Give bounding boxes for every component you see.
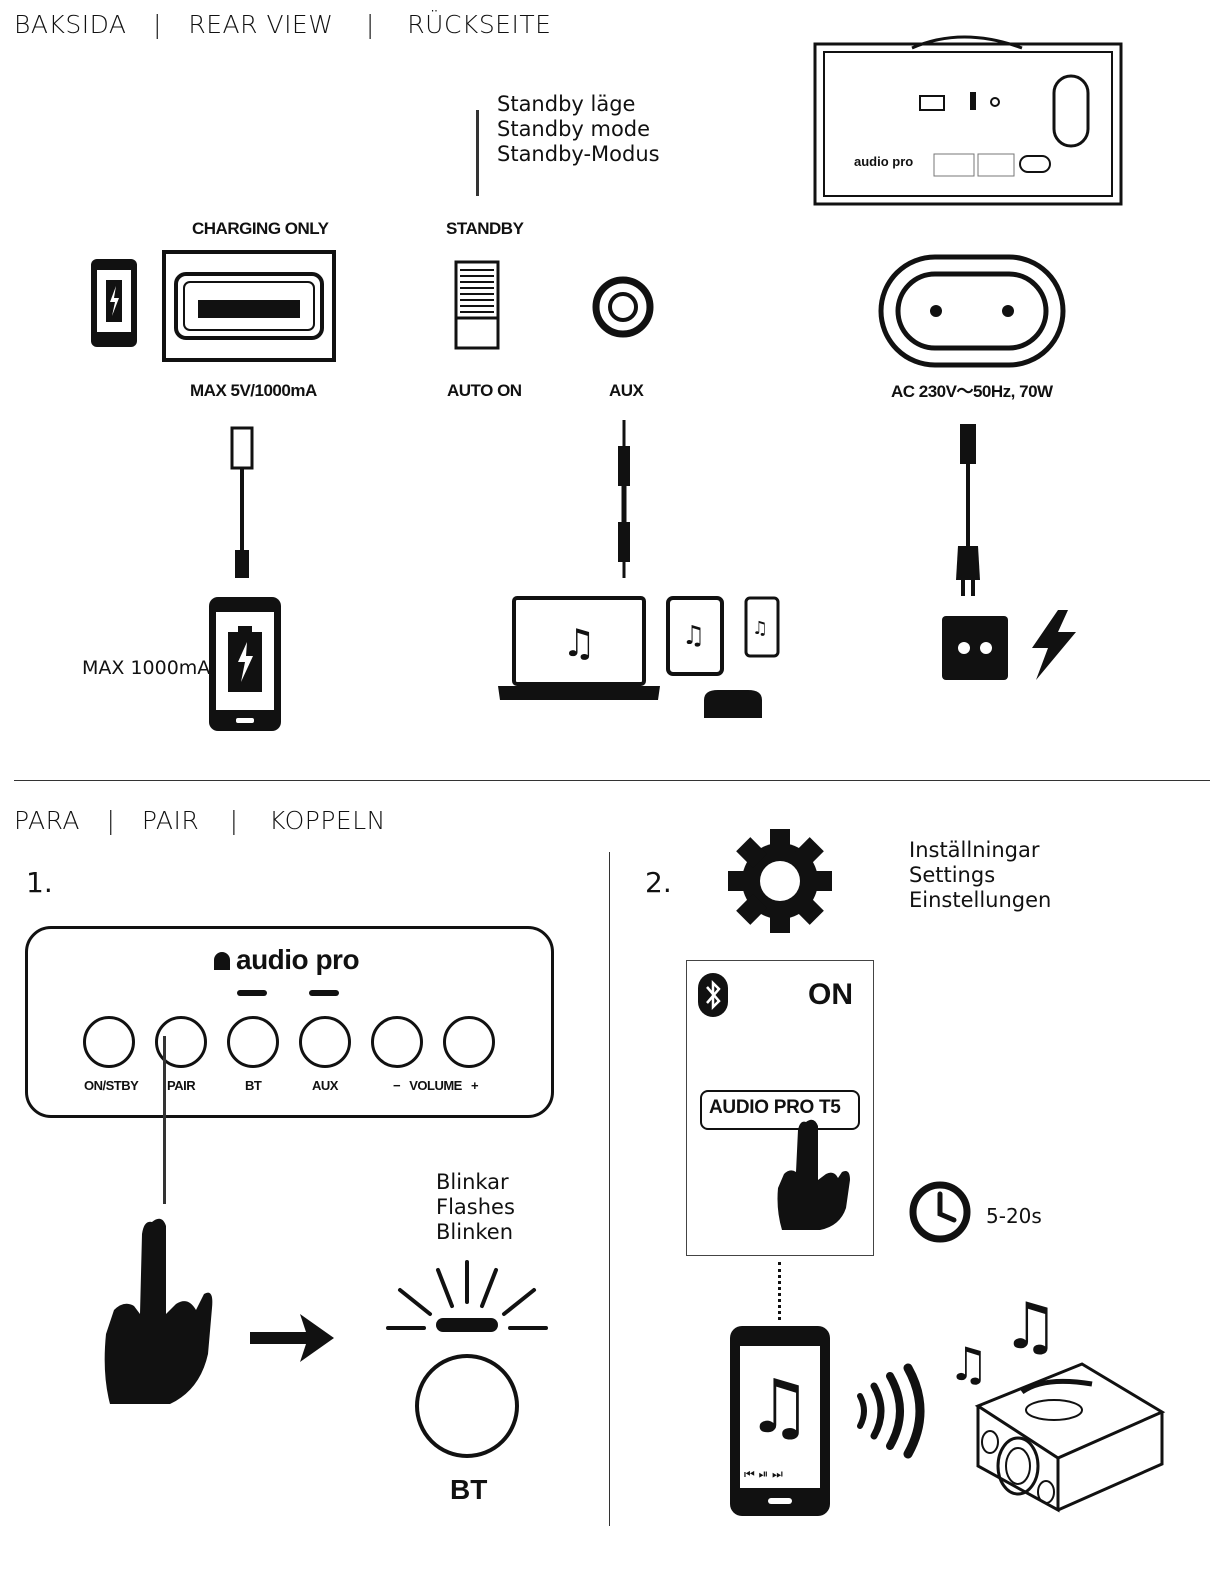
phone-charging-icon <box>91 259 137 347</box>
header-sep: | <box>365 10 375 39</box>
rear-brand: audio pro <box>854 154 913 169</box>
clock-icon <box>909 1181 971 1243</box>
pair-header: PARA | PAIR | KOPPELN <box>14 806 386 835</box>
standby-label: STANDBY <box>446 219 524 238</box>
power-outlet-icon <box>942 616 1008 680</box>
bt-led-label: BT <box>450 1474 488 1505</box>
music-note-icon: ♫ <box>1002 1290 1059 1364</box>
bluetooth-icon <box>698 973 728 1017</box>
music-note-icon: ♫ <box>562 621 596 665</box>
dotted-connector <box>778 1262 781 1320</box>
pair-label: PAIR <box>167 1078 196 1093</box>
led-aux <box>309 990 339 996</box>
header-en: REAR VIEW <box>188 10 334 39</box>
phone-music-player: ♫ ⏮ ⏯ ⏭ <box>730 1326 830 1516</box>
ac-socket-icon <box>878 254 1066 368</box>
header-de: RÜCKSEITE <box>407 10 552 39</box>
header-sv: PARA <box>14 806 81 835</box>
player-controls-icon: ⏮ ⏯ ⏭ <box>744 1467 783 1481</box>
header-en: PAIR <box>141 806 200 835</box>
header-sv: BAKSIDA <box>14 10 127 39</box>
max-usb-label: MAX 5V/1000mA <box>190 381 317 400</box>
arrow-right-icon <box>250 1314 334 1362</box>
usb-port-icon <box>162 250 336 362</box>
wall-outlet <box>942 610 1076 680</box>
on-stby-button[interactable] <box>83 1016 135 1068</box>
device-name: AUDIO PRO T5 <box>709 1097 841 1118</box>
bt-button[interactable] <box>227 1016 279 1068</box>
wait-time-label: 5-20s <box>986 1204 1042 1228</box>
ac-label: AC 230V～50Hz, 70W <box>891 382 1053 401</box>
standby-mode-label: Standby läge Standby mode Standby-Modus <box>497 92 660 166</box>
rear-view-header: BAKSIDA | REAR VIEW | RÜCKSEITE <box>14 10 551 39</box>
gear-icon <box>728 829 832 933</box>
step-2: 2. <box>645 866 672 899</box>
flashes-label: Blinkar Flashes Blinken <box>436 1170 515 1244</box>
panel-brand: audio pro <box>214 944 360 976</box>
section-divider <box>14 780 1210 781</box>
bluetooth-settings-screen <box>686 960 874 1256</box>
top-control-panel <box>25 926 554 1118</box>
music-notes: ♫ ♫ <box>948 1290 1059 1391</box>
device-list-item[interactable] <box>700 1090 860 1130</box>
aux-label: AUX <box>312 1078 338 1093</box>
brand-logo-icon <box>214 952 230 970</box>
header-sep: | <box>106 806 116 835</box>
standby-pointer-line <box>476 110 479 196</box>
step-1: 1. <box>26 866 53 899</box>
settings-label: Inställningar Settings Einstellungen <box>909 838 1052 912</box>
hand-icon <box>777 1119 850 1230</box>
power-cable <box>956 424 980 596</box>
audio-sources-illustration: ♫ ♫ ♫ <box>498 596 780 718</box>
volume-up-button[interactable] <box>443 1016 495 1068</box>
column-divider <box>609 852 610 1526</box>
volume-down-button[interactable] <box>371 1016 423 1068</box>
phone-icon <box>209 597 281 731</box>
pair-pointer-line <box>163 1036 166 1204</box>
music-note-icon: ♫ <box>948 1337 989 1391</box>
header-sep: | <box>229 806 239 835</box>
speaker-rear-illustration: audio pro <box>813 35 1123 206</box>
aux-jack-icon <box>592 276 654 338</box>
volume-label: − VOLUME + <box>393 1078 479 1093</box>
lightning-icon <box>1032 610 1076 680</box>
auto-on-label: AUTO ON <box>447 381 522 400</box>
on-stby-label: ON/STBY <box>84 1078 139 1093</box>
bt-on-label: ON <box>808 978 853 1011</box>
usb-cable <box>230 426 254 578</box>
charging-only-label: CHARGING ONLY <box>192 219 329 238</box>
bt-label: BT <box>245 1078 262 1093</box>
music-note-icon: ♫ <box>746 1364 812 1450</box>
aux-cable <box>618 420 630 578</box>
music-note-icon: ♫ <box>752 618 768 639</box>
header-sep: | <box>152 10 162 39</box>
flashing-bt-led <box>386 1260 548 1458</box>
aux-button[interactable] <box>299 1016 351 1068</box>
standby-switch <box>454 260 500 350</box>
max-phone-label: MAX 1000mA <box>82 657 211 679</box>
led-bt <box>237 990 267 996</box>
wifi-waves-icon <box>857 1363 925 1459</box>
aux-label: AUX <box>609 381 644 400</box>
pair-button[interactable] <box>155 1016 207 1068</box>
header-de: KOPPELN <box>269 806 386 835</box>
hand-icon <box>104 1218 213 1404</box>
speaker-illustration <box>974 1362 1166 1513</box>
music-note-icon: ♫ <box>682 621 705 651</box>
